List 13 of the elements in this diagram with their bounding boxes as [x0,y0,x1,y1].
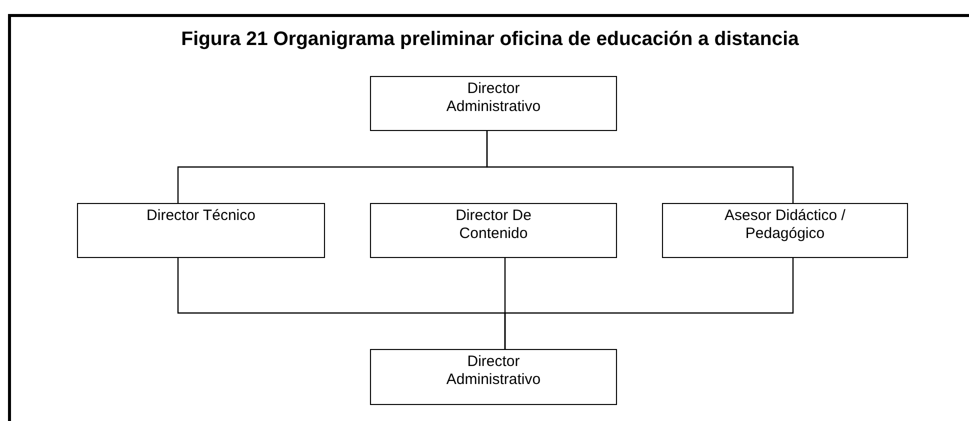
org-box [370,349,617,405]
role-label: Director Técnico [146,207,256,225]
org-box [77,203,325,258]
connector-line [504,258,794,349]
role-label: Asesor Didáctico / Pedagógico [724,207,846,243]
role-label: Director Administrativo [445,353,542,389]
role-label: Director De Contenido [454,207,532,243]
org-box [370,203,617,258]
role-label: Director Administrativo [445,80,542,116]
figure-title: Figura 21 Organigrama preliminar oficina de educación a distancia [180,27,800,52]
connector-line [486,131,794,203]
org-box [662,203,908,258]
org-box [370,76,617,131]
